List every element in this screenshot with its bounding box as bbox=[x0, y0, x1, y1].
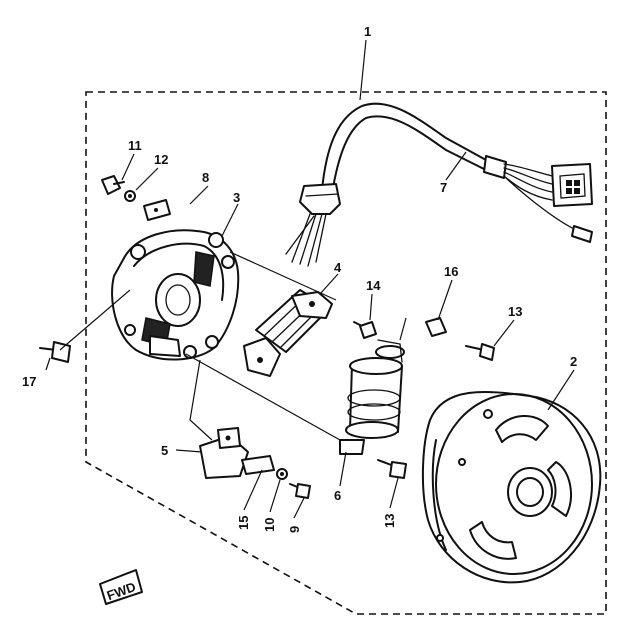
lighting-coil bbox=[339, 339, 405, 455]
callout-16: 16 bbox=[444, 264, 458, 279]
screw-14 bbox=[353, 321, 377, 339]
callout-7: 7 bbox=[440, 180, 447, 195]
clamp-8 bbox=[143, 199, 171, 221]
callouts: 1 2 3 4 5 6 7 8 9 10 11 12 13 13 14 15 1… bbox=[22, 24, 577, 533]
screw-9 bbox=[289, 483, 311, 499]
source-coil bbox=[243, 289, 333, 377]
callout-6: 6 bbox=[334, 488, 341, 503]
callout-15: 15 bbox=[236, 516, 251, 530]
callout-8: 8 bbox=[202, 170, 209, 185]
flywheel-rotor bbox=[421, 391, 602, 584]
callout-9: 9 bbox=[287, 526, 302, 533]
callout-10: 10 bbox=[262, 518, 277, 532]
stator-plate bbox=[111, 229, 240, 361]
washer-12 bbox=[124, 190, 136, 202]
callout-1: 1 bbox=[364, 24, 371, 39]
callout-12: 12 bbox=[154, 152, 168, 167]
callout-13-upper: 13 bbox=[508, 304, 522, 319]
grommet-16 bbox=[425, 317, 447, 337]
callout-3: 3 bbox=[233, 190, 240, 205]
screw-13-lower bbox=[377, 459, 407, 479]
callout-5: 5 bbox=[161, 443, 168, 458]
screw-11 bbox=[101, 175, 125, 195]
washer-10 bbox=[276, 468, 288, 480]
callout-17: 17 bbox=[22, 374, 36, 389]
wire-harness bbox=[285, 102, 593, 267]
fwd-badge: FWD bbox=[99, 569, 143, 605]
screw-13-upper bbox=[465, 343, 495, 361]
callout-2: 2 bbox=[570, 354, 577, 369]
pulser-coil bbox=[199, 427, 275, 479]
assembly-boundary bbox=[85, 91, 607, 615]
screw-17 bbox=[39, 341, 71, 363]
leader-lines bbox=[45, 39, 575, 519]
callout-4: 4 bbox=[334, 260, 342, 275]
callout-14: 14 bbox=[366, 278, 381, 293]
callout-13-lower: 13 bbox=[382, 514, 397, 528]
callout-11: 11 bbox=[128, 138, 142, 153]
